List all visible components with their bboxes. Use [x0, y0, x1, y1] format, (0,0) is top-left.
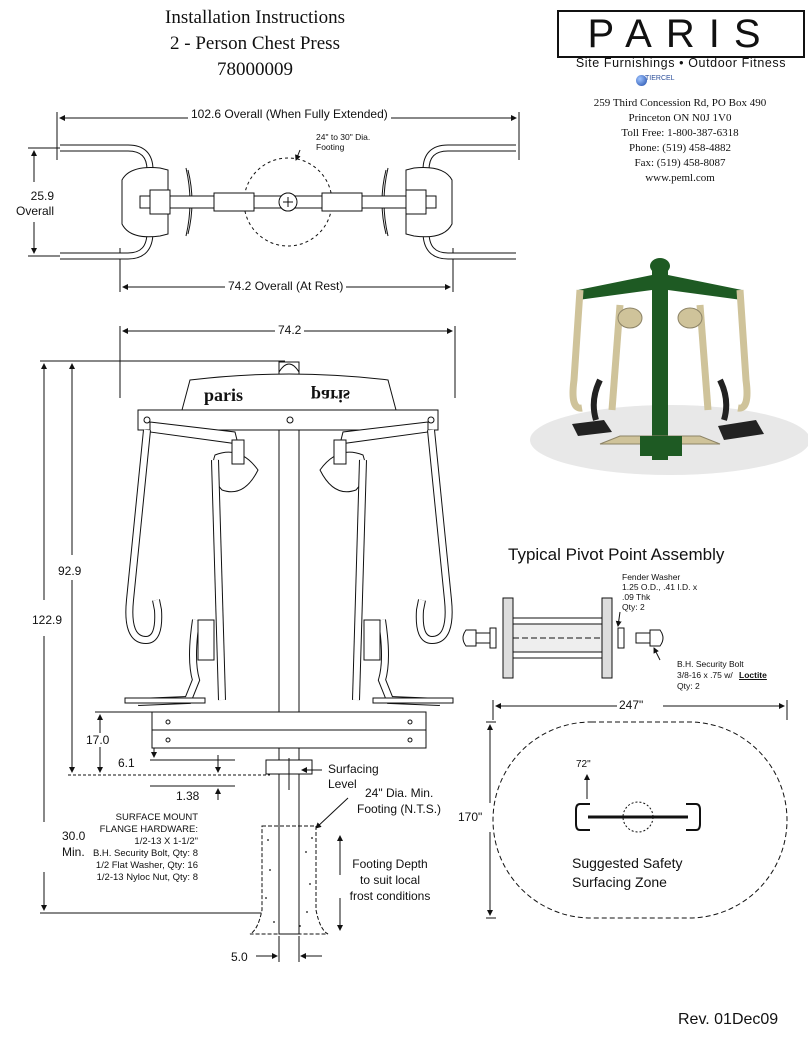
pivot-title: Typical Pivot Point Assembly	[508, 545, 725, 564]
hardware-line: 1/2 Flat Washer, Qty: 16	[95, 860, 198, 871]
revision-label: Rev. 01Dec09	[678, 1011, 779, 1028]
bolt-line: 3/8-16 x .75 w/	[677, 670, 733, 680]
bolt-line: Qty: 2	[677, 681, 700, 691]
front-width-value: 74.2	[275, 323, 305, 337]
tiercel-logo-text: TIERCEL	[645, 75, 675, 82]
width-value: 25.9	[30, 189, 54, 203]
footing-label-line-1: 24" to 30" Dia.	[316, 132, 371, 142]
paris-logo: PARIS	[557, 10, 805, 58]
depth-note-line-1: Footing Depth	[352, 857, 428, 871]
depth-note-line-2: to suit local	[359, 873, 421, 887]
hardware-line: SURFACE MOUNT	[115, 812, 198, 823]
product-render	[530, 258, 808, 475]
footing-depth-value: 30.0	[62, 829, 86, 843]
sign-text: paris	[204, 385, 244, 405]
safety-zone-drawing	[486, 700, 788, 919]
doc-title-line-1: Installation Instructions	[165, 7, 345, 28]
zone-length-value: 247"	[619, 698, 644, 712]
footing-depth-unit: Min.	[62, 845, 85, 859]
depth-note-line-3: frost conditions	[349, 889, 431, 903]
footing-label-line-2: Footing	[316, 142, 345, 152]
hardware-line: 1/2-13 Nyloc Nut, Qty: 8	[96, 872, 198, 883]
address-line: Princeton ON N0J 1V0	[628, 112, 732, 124]
zone-label-line-2: Surfacing Zone	[572, 874, 667, 890]
height-total-value: 122.9	[32, 613, 63, 627]
overall-extended-label: 102.6 Overall (When Fully Extended)	[188, 107, 391, 121]
hardware-line: B.H. Security Bolt, Qty: 8	[92, 848, 198, 859]
sign-text-mirrored: paris	[311, 386, 351, 406]
address-line: Fax: (519) 458-8087	[634, 157, 726, 169]
washer-line: 1.25 O.D., .41 I.D. x	[622, 582, 698, 592]
hardware-line: 1/2-13 X 1-1/2"	[134, 836, 198, 847]
height-upper-value: 92.9	[58, 564, 82, 578]
footing-note-line-1: 24" Dia. Min.	[365, 786, 434, 800]
washer-line: Fender Washer	[622, 572, 681, 582]
width-label: Overall	[15, 204, 54, 218]
surfacing-label-line-2: Level	[328, 777, 357, 791]
footing-note-line-2: Footing (N.T.S.)	[357, 802, 442, 816]
brand-tagline: Site Furnishings • Outdoor Fitness	[575, 56, 787, 70]
overall-rest-label: 74.2 Overall (At Rest)	[225, 279, 347, 293]
bolt-loctite: Loctite	[739, 670, 767, 680]
surfacing-label-line-1: Surfacing	[328, 762, 379, 776]
top-view-drawing	[28, 112, 520, 292]
front-view-drawing	[40, 326, 456, 962]
address-line: Phone: (519) 458-4882	[628, 142, 732, 154]
pivot-assembly-drawing	[462, 597, 664, 679]
tiercel-logo-icon	[636, 75, 647, 86]
washer-line: .09 Thk	[622, 592, 651, 602]
bolt-line: B.H. Security Bolt	[677, 659, 744, 669]
hardware-line: FLANGE HARDWARE:	[99, 824, 198, 835]
zone-label-line-1: Suggested Safety	[572, 855, 683, 871]
doc-title-line-2: 2 - Person Chest Press	[170, 33, 340, 54]
address-line: Toll Free: 1-800-387-6318	[621, 127, 739, 139]
doc-title-line-3: 78000009	[217, 59, 293, 80]
zone-width-value: 170"	[458, 810, 483, 824]
washer-line: Qty: 2	[622, 602, 645, 612]
foot-height-value: 6.1	[118, 756, 135, 770]
flange-offset-value: 1.38	[176, 789, 200, 803]
zone-inner-value: 72"	[576, 759, 591, 770]
address-line: 259 Third Concession Rd, PO Box 490	[593, 97, 767, 109]
address-line: www.peml.com	[645, 172, 715, 184]
post-diameter-value: 5.0	[231, 950, 248, 964]
seat-height-value: 17.0	[86, 733, 110, 747]
